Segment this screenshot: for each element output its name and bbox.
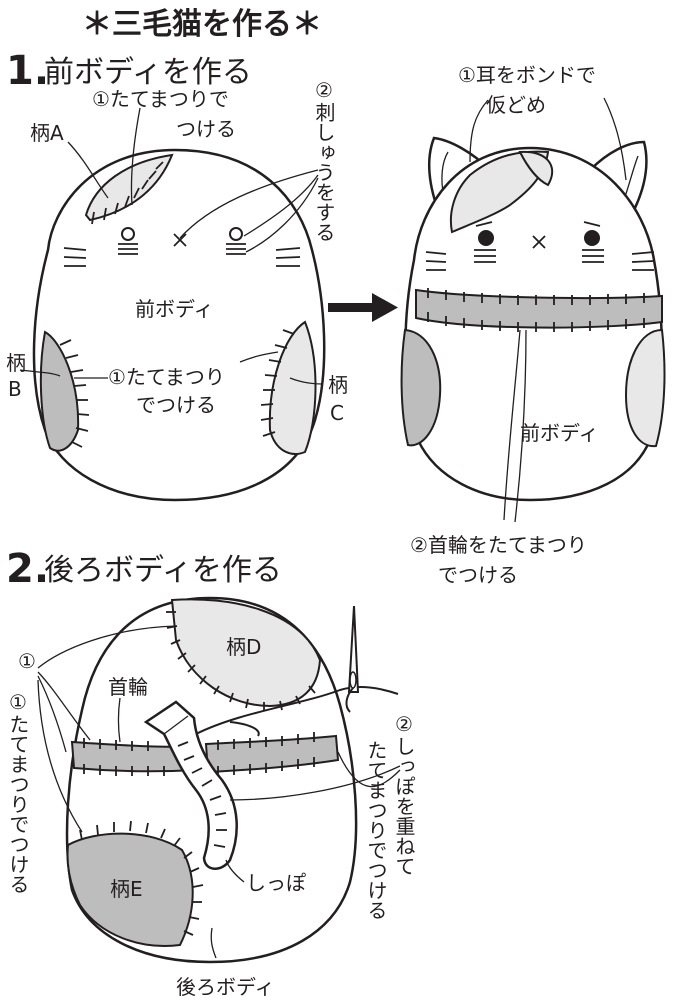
label-tail: しっぽ <box>246 871 306 895</box>
label-tatematsuri-bc-line2: でつける <box>136 393 216 417</box>
step2-number: 2. <box>6 546 49 592</box>
label-front-body: 前ボディ <box>135 297 214 321</box>
label-pattern-b-line1: 柄 <box>6 351 26 375</box>
leader-embroidery-2 <box>243 174 319 237</box>
label-pattern-c-line2: C <box>330 401 344 425</box>
leader-pattern-c <box>289 377 323 385</box>
label-collar-line1: ②首輪をたてまつり <box>410 533 587 557</box>
front-body-left <box>19 107 326 502</box>
front-body-outline <box>32 148 326 502</box>
label-circle-one: ① <box>18 649 36 673</box>
label-collar-back: 首輪 <box>108 675 148 699</box>
label-pattern-a: 柄A <box>30 121 64 145</box>
label-ears-line1: ①耳をボンドで <box>458 63 596 87</box>
tail-stitches <box>177 741 227 848</box>
label-back-body: 後ろボディ <box>176 975 275 999</box>
label-tail-instruction-a: ②しっぽを重ねて <box>392 712 416 876</box>
label-tatematsuri-bc-line1: ①たてまつり <box>108 365 225 389</box>
pattern-a-stitches <box>91 161 164 225</box>
step1-heading: 前ボディを作る <box>44 55 252 90</box>
leader-pattern-a <box>67 141 109 199</box>
label-collar-line2: でつける <box>438 563 518 587</box>
pattern-e-stitches <box>79 820 204 936</box>
pattern-b-stitches <box>59 339 90 448</box>
collar-front-stitches <box>427 288 645 332</box>
leader-collar-back <box>117 697 121 743</box>
leader-tatematsuri-c <box>239 351 279 363</box>
thread <box>195 686 399 735</box>
needle-icon <box>345 605 360 713</box>
diagram-title: ＊三毛猫を作る＊ <box>82 7 322 42</box>
left-side-patch <box>400 328 442 447</box>
label-front-body-right: 前ボディ <box>520 421 599 445</box>
pattern-e-patch <box>66 832 194 947</box>
right-ear <box>588 140 648 221</box>
step1-number: 1. <box>6 48 49 94</box>
label-tatematsuri-vertical: ①たてまつりでつける <box>6 690 30 894</box>
pattern-d-patch <box>170 598 322 708</box>
right-side-patch <box>624 328 666 448</box>
label-pattern-c-line1: 柄 <box>328 373 348 397</box>
front-body-right <box>400 97 666 523</box>
back-body <box>37 596 401 964</box>
leader-tatematsuri-1 <box>37 625 177 669</box>
leader-tatematsuri-a <box>130 107 141 206</box>
label-ears-line2: 仮どめ <box>486 93 546 117</box>
collar-back-stitches <box>83 732 315 776</box>
leader-back-body <box>210 927 217 959</box>
leader-collar <box>503 329 521 521</box>
label-pattern-d: 柄D <box>226 635 261 659</box>
tail-shape <box>143 700 238 870</box>
leader-tail-instruction <box>229 765 401 801</box>
embroidered-face <box>63 227 301 267</box>
label-tail-instruction-b: たてまつりでつける <box>364 740 388 920</box>
pattern-c-patch <box>268 320 317 455</box>
leader-pattern-b <box>19 369 61 377</box>
label-embroidery: ②刺しゅうをする <box>312 78 336 242</box>
pattern-b-patch <box>39 330 80 452</box>
pattern-c-stitches <box>260 329 295 437</box>
leader-embroidery-3 <box>245 177 319 253</box>
leader-tail <box>225 859 245 883</box>
cat-face <box>425 221 655 271</box>
label-pattern-b-line2: B <box>8 377 22 401</box>
leader-embroidery-1 <box>179 169 319 239</box>
label-pattern-e: 柄E <box>110 877 143 901</box>
label-tatematsuri-a-line1: ①たてまつりで <box>92 87 229 111</box>
arrow-right-icon <box>328 293 398 322</box>
label-tatematsuri-a-line2: つける <box>176 117 236 141</box>
collar-front <box>415 288 663 329</box>
step2-heading: 後ろボディを作る <box>44 553 282 588</box>
pattern-d-stitches <box>166 611 316 711</box>
leader-ears <box>603 97 627 181</box>
